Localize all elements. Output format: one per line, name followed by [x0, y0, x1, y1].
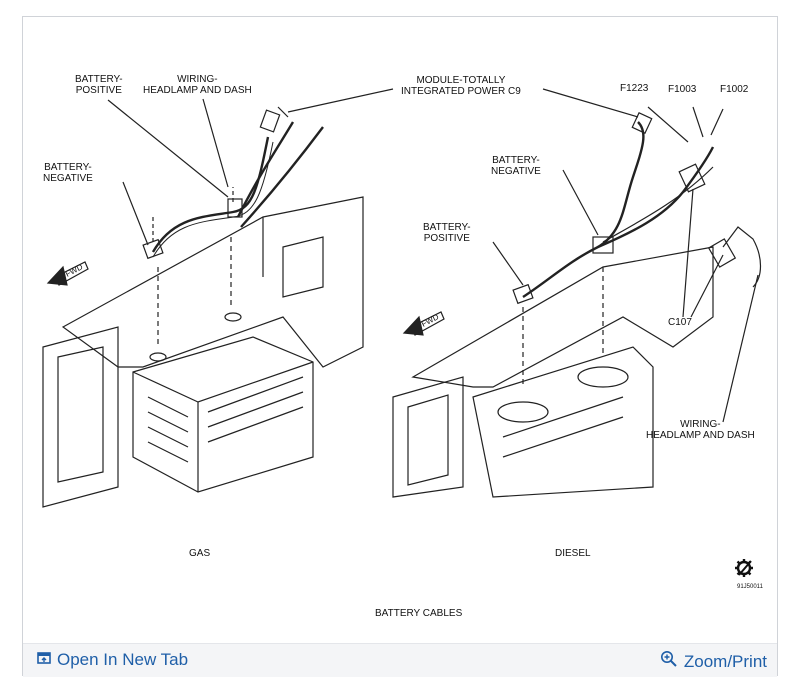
battery-cables-diagram: BATTERY- POSITIVE WIRING- HEADLAMP AND D… — [23, 17, 779, 643]
label-f1002: F1002 — [720, 84, 749, 95]
zoom-print-button[interactable]: Zoom/Print — [660, 650, 767, 673]
label-diesel-battery-negative: BATTERY- NEGATIVE — [491, 155, 541, 177]
open-in-new-tab-button[interactable]: Open In New Tab — [37, 650, 188, 670]
open-in-new-tab-icon — [37, 650, 51, 670]
label-f1223: F1223 — [620, 83, 649, 94]
zoom-print-label: Zoom/Print — [683, 651, 767, 671]
caption-gas: GAS — [189, 548, 211, 559]
label-c107: C107 — [668, 317, 692, 328]
label-diesel-battery-positive: BATTERY- POSITIVE — [423, 222, 471, 244]
caption-diesel: DIESEL — [555, 548, 591, 559]
label-f1003: F1003 — [668, 84, 697, 95]
caption-title: BATTERY CABLES — [375, 608, 463, 619]
viewer-footer: Open In New Tab Zoom/Print — [23, 643, 777, 677]
open-in-new-tab-label: Open In New Tab — [57, 650, 189, 669]
label-gas-battery-positive: BATTERY- POSITIVE — [75, 74, 123, 96]
diagram-artwork — [42, 88, 762, 508]
gear-logo-icon — [733, 557, 755, 579]
label-gas-wiring: WIRING- HEADLAMP AND DASH — [143, 74, 252, 96]
label-module: MODULE-TOTALLY INTEGRATED POWER C9 — [401, 75, 521, 97]
zoom-in-icon — [660, 650, 678, 673]
figure-id: 91J50011 — [737, 584, 763, 590]
label-gas-battery-negative: BATTERY- NEGATIVE — [43, 162, 93, 184]
image-viewer: BATTERY- POSITIVE WIRING- HEADLAMP AND D… — [22, 16, 779, 677]
label-diesel-wiring: WIRING- HEADLAMP AND DASH — [646, 419, 755, 441]
